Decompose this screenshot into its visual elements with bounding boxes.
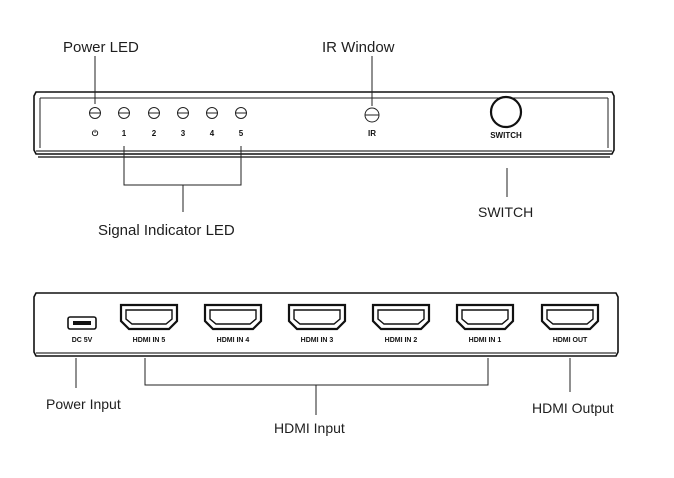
led-label-1: 1 — [122, 129, 127, 138]
led-label-5: 5 — [239, 129, 244, 138]
hdmi-in-1-port — [455, 303, 515, 331]
hdmi-in-3-port — [287, 303, 347, 331]
ir-label: IR — [368, 129, 376, 138]
hdmi-in-2-port — [371, 303, 431, 331]
switch-label: SWITCH — [490, 131, 522, 140]
hdmi-in-5-port — [119, 303, 179, 331]
dc-port-icon — [67, 316, 97, 330]
hdmi-output-callout: HDMI Output — [532, 400, 614, 416]
switch-callout: SWITCH — [478, 204, 533, 220]
hdmi-in-2-label: HDMI IN 2 — [385, 337, 418, 344]
led-label-3: 3 — [181, 129, 186, 138]
led-4 — [206, 107, 218, 119]
hdmi-input-callout: HDMI Input — [274, 420, 345, 436]
hdmi-in-5-label: HDMI IN 5 — [133, 337, 166, 344]
power-input-callout: Power Input — [46, 396, 121, 412]
front-panel — [33, 91, 615, 158]
hdmi-in-4-port — [203, 303, 263, 331]
led-5 — [235, 107, 247, 119]
led-3 — [177, 107, 189, 119]
hdmi-in-4-label: HDMI IN 4 — [217, 337, 250, 344]
hdmi-out-port — [540, 303, 600, 331]
ir-window-icon — [364, 107, 380, 123]
hdmi-in-1-label: HDMI IN 1 — [469, 337, 502, 344]
back-panel — [33, 292, 619, 357]
ir-window-callout: IR Window — [322, 39, 395, 56]
led-power — [89, 107, 101, 119]
hdmi-in-3-label: HDMI IN 3 — [301, 337, 334, 344]
led-2 — [148, 107, 160, 119]
switch-button[interactable] — [489, 95, 523, 129]
led-label-4: 4 — [210, 129, 215, 138]
signal-indicator-callout: Signal Indicator LED — [98, 222, 235, 239]
dc-port-label: DC 5V — [72, 337, 93, 344]
hdmi-out-label: HDMI OUT — [553, 337, 588, 344]
hdmi-input-bracket — [144, 358, 489, 386]
led-1 — [118, 107, 130, 119]
power-icon: ⏻ — [92, 129, 99, 138]
led-label-2: 2 — [152, 129, 157, 138]
signal-led-bracket — [123, 146, 242, 186]
power-led-callout: Power LED — [63, 39, 139, 56]
